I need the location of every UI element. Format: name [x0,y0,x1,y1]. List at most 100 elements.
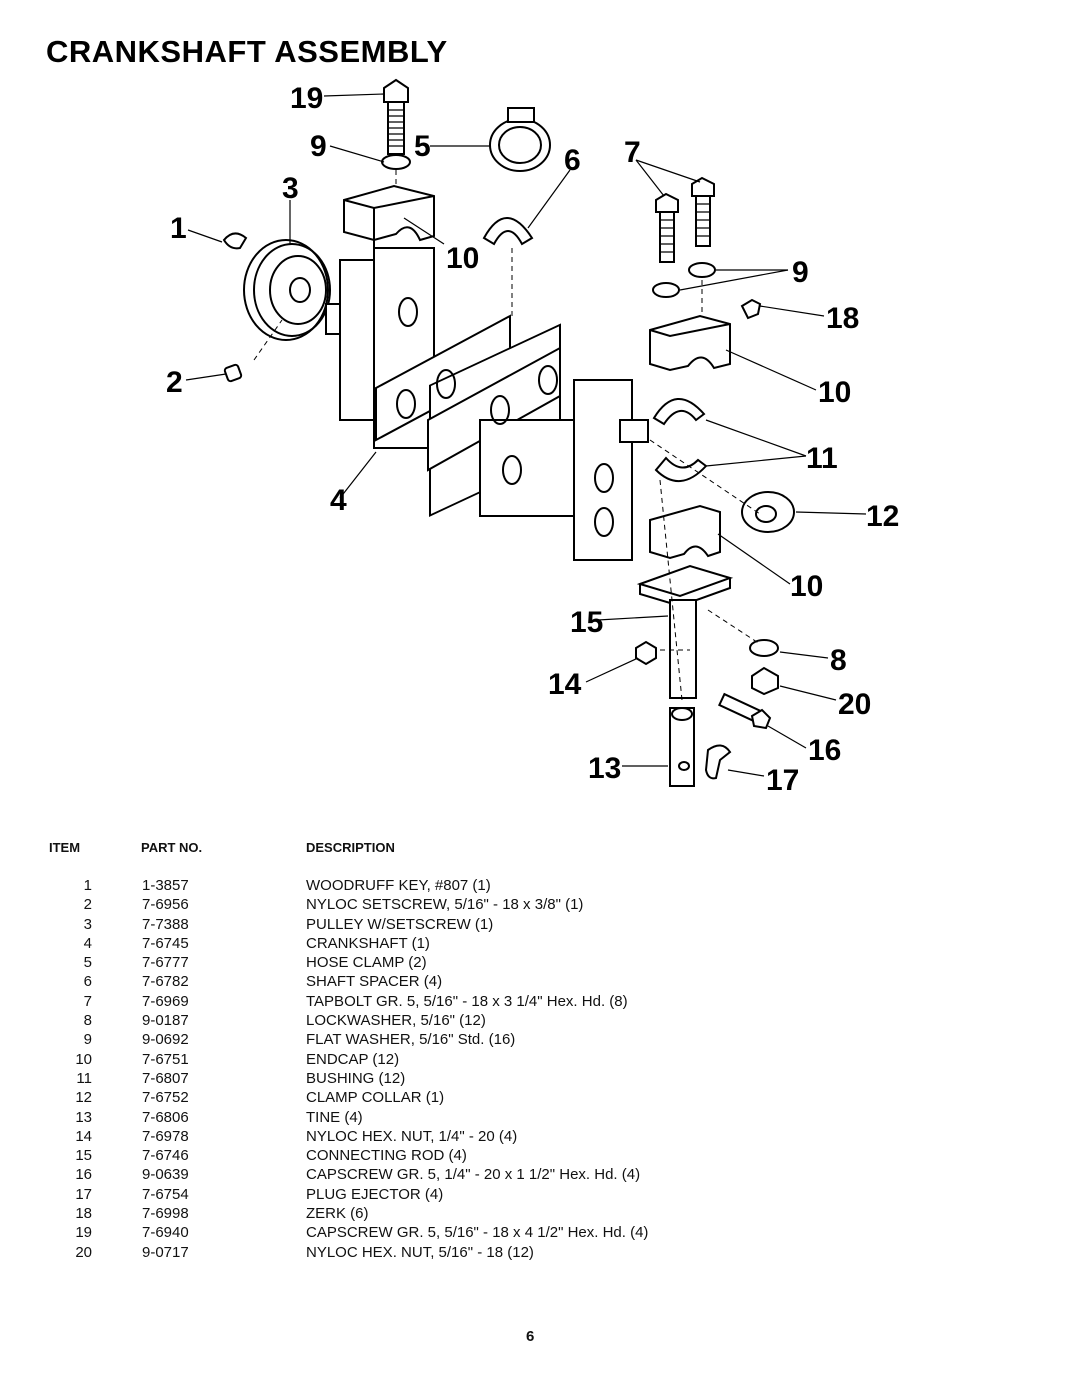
hex-nut-drawing [751,666,779,696]
callout-20: 20 [838,688,871,721]
part-number: 9-0692 [142,1031,189,1049]
page-title: CRANKSHAFT ASSEMBLY [46,34,448,69]
flat-washer-drawing [688,262,716,278]
callout-4: 4 [330,484,347,517]
callout-7: 7 [624,136,641,169]
callout-18: 18 [826,302,859,335]
connecting-rod-drawing [636,564,734,699]
item-number: 1 [83,877,92,894]
tapbolt-drawing [655,176,715,263]
item-number: 12 [75,1089,92,1107]
flat-washer-drawing [652,282,680,298]
callout-19: 19 [290,82,323,115]
part-description: CAPSCREW GR. 5, 1/4" - 20 x 1 1/2" Hex. … [306,1166,641,1184]
bushing-drawing [654,456,708,483]
part-description: NYLOC HEX. NUT, 5/16" - 18 (12) [306,1243,534,1261]
part-number: 9-0639 [142,1166,189,1184]
flat-washer-drawing [381,154,411,170]
table-row: 17 7-6754 PLUG EJECTOR (4) [0,1185,1080,1204]
page-number: 6 [526,1328,535,1345]
lockwasher-drawing [749,639,779,657]
capscrew-drawing [718,692,772,730]
part-description: SHAFT SPACER (4) [306,973,443,991]
part-description: TINE (4) [306,1108,363,1126]
part-description: CAPSCREW GR. 5, 5/16" - 18 x 4 1/2" Hex.… [306,1224,649,1242]
bushing-drawing [652,397,706,426]
item-number: 17 [75,1185,92,1203]
endcap-drawing [343,184,435,250]
callout-1: 1 [170,212,187,245]
table-row: 14 7-6978 NYLOC HEX. NUT, 1/4" - 20 (4) [0,1127,1080,1146]
part-number: 7-6969 [142,992,189,1010]
capscrew-drawing [383,78,409,155]
callout-5: 5 [414,130,431,163]
endcap-drawing [649,504,721,560]
table-row: 9 9-0692 FLAT WASHER, 5/16" Std. (16) [0,1030,1080,1049]
callout-9: 9 [792,256,809,289]
part-number: 7-6754 [142,1185,189,1203]
part-number: 1-3857 [142,877,189,894]
table-row: 1 1-3857 WOODRUFF KEY, #807 (1) [0,876,1080,895]
part-number: 7-6956 [142,896,189,914]
item-number: 16 [75,1166,92,1184]
callout-12: 12 [866,500,899,533]
part-number: 9-0187 [142,1012,189,1030]
item-number: 14 [75,1127,92,1145]
item-number: 4 [83,934,92,952]
table-row: 12 7-6752 CLAMP COLLAR (1) [0,1088,1080,1107]
part-number: 7-6777 [142,954,189,972]
column-header-part-no: PART NO. [141,840,203,855]
item-number: 11 [76,1069,92,1087]
callout-16: 16 [808,734,841,767]
callout-10: 10 [446,242,479,275]
part-description: LOCKWASHER, 5/16" (12) [306,1012,486,1030]
callout-13: 13 [588,752,621,785]
part-description: WOODRUFF KEY, #807 (1) [306,877,491,894]
part-description: NYLOC SETSCREW, 5/16" - 18 x 3/8" (1) [306,896,584,914]
crankshaft-drawing [339,247,649,561]
item-number: 9 [83,1031,92,1049]
part-number: 7-6752 [142,1089,189,1107]
setscrew-drawing [223,363,243,383]
item-number: 10 [75,1050,92,1068]
part-number: 7-6806 [142,1108,189,1126]
callout-11: 11 [806,442,838,475]
callout-10: 10 [818,376,851,409]
column-header-item: ITEM [49,840,81,855]
part-description: FLAT WASHER, 5/16" Std. (16) [306,1031,516,1049]
item-number: 5 [83,954,92,972]
hex-nut-drawing [635,640,657,666]
part-description: PULLEY W/SETSCREW (1) [306,915,494,933]
part-description: CRANKSHAFT (1) [306,934,430,952]
item-number: 15 [75,1147,92,1165]
table-row: 6 7-6782 SHAFT SPACER (4) [0,972,1080,991]
callout-3: 3 [282,172,299,205]
part-description: CLAMP COLLAR (1) [306,1089,445,1107]
part-number: 7-6746 [142,1147,189,1165]
part-description: ZERK (6) [306,1205,369,1223]
table-row: 16 9-0639 CAPSCREW GR. 5, 1/4" - 20 x 1 1/… [0,1165,1080,1184]
zerk-drawing [740,298,762,320]
callout-17: 17 [766,764,799,797]
part-number: 7-6745 [142,934,189,952]
part-number: 7-6978 [142,1127,189,1145]
clamp-collar-drawing [741,491,795,533]
table-row: 4 7-6745 CRANKSHAFT (1) [0,934,1080,953]
callout-10: 10 [790,570,823,603]
item-number: 6 [83,973,92,991]
table-row: 8 9-0187 LOCKWASHER, 5/16" (12) [0,1011,1080,1030]
part-description: NYLOC HEX. NUT, 1/4" - 20 (4) [306,1127,518,1145]
part-number: 7-6782 [142,973,189,991]
part-number: 9-0717 [142,1243,189,1261]
item-number: 8 [83,1012,92,1030]
part-description: PLUG EJECTOR (4) [306,1185,444,1203]
part-description: ENDCAP (12) [306,1050,400,1068]
item-number: 19 [75,1224,92,1242]
